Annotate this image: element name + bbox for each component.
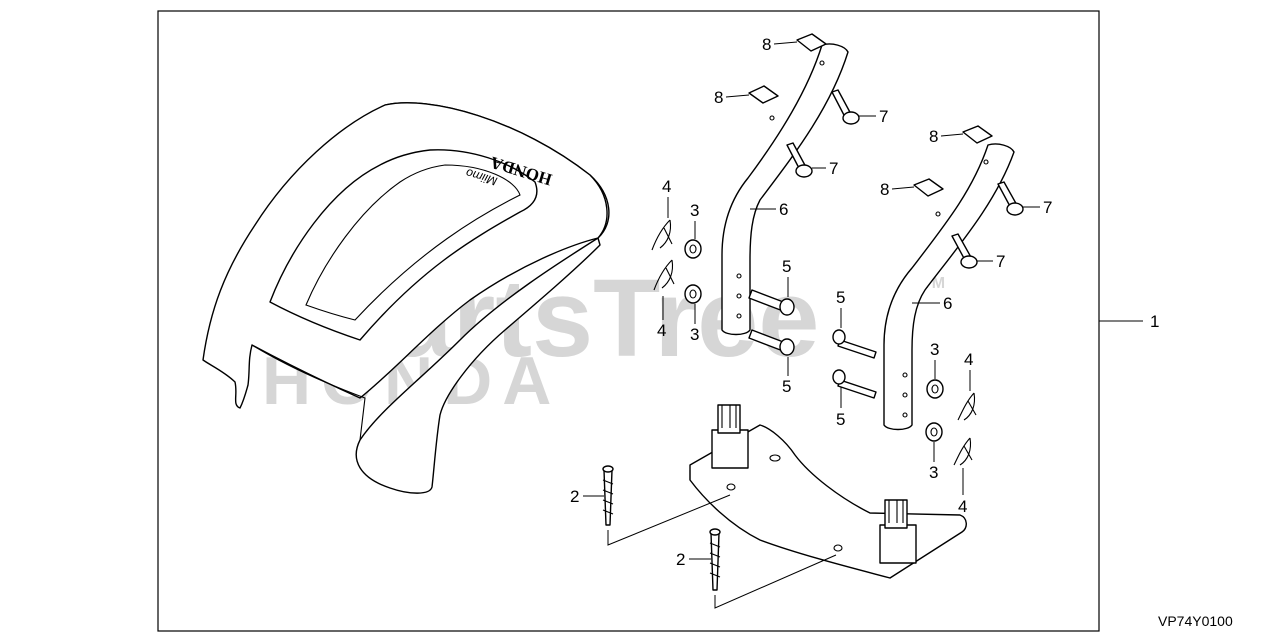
callout-6a: 6 [779, 200, 788, 219]
front-cover: HONDA Miimo [202, 102, 610, 494]
callout-2b: 2 [676, 550, 685, 569]
callout-4c: 4 [964, 350, 973, 369]
leader-8c [940, 133, 964, 137]
callout-3d: 3 [929, 463, 938, 482]
callout-4d: 4 [958, 497, 967, 516]
callout-1: 1 [1150, 312, 1159, 331]
callout-4b: 4 [657, 321, 666, 340]
leader-8a [773, 41, 798, 45]
bolts [786, 89, 1024, 269]
frame-right [883, 143, 1015, 431]
callout-3a: 3 [690, 201, 699, 220]
washers [684, 239, 944, 442]
callout-7d: 7 [996, 252, 1005, 271]
base-plate [689, 404, 967, 579]
callout-4a: 4 [662, 177, 671, 196]
spring-clips [651, 219, 977, 466]
callout-7a: 7 [879, 107, 888, 126]
screw-leader-1 [607, 494, 731, 546]
callout-3b: 3 [690, 325, 699, 344]
frame-left [721, 43, 849, 336]
callout-5a: 5 [782, 257, 791, 276]
callout-8b: 8 [714, 88, 723, 107]
callout-8a: 8 [762, 35, 771, 54]
pins [748, 289, 877, 399]
callout-2a: 2 [570, 487, 579, 506]
callout-6b: 6 [943, 294, 952, 313]
callout-5d: 5 [836, 410, 845, 429]
leader-8b [725, 94, 750, 98]
screw-leader-2 [714, 554, 837, 609]
callout-8c: 8 [929, 127, 938, 146]
clip-nut [748, 33, 993, 197]
leader-8d [891, 186, 915, 190]
screws [602, 465, 721, 591]
callout-5b: 5 [782, 377, 791, 396]
callout-5c: 5 [836, 288, 845, 307]
callout-7c: 7 [1043, 198, 1052, 217]
callout-8d: 8 [880, 180, 889, 199]
callout-3c: 3 [930, 340, 939, 359]
callout-7b: 7 [829, 159, 838, 178]
diagram-code: VP74Y0100 [1158, 613, 1233, 629]
